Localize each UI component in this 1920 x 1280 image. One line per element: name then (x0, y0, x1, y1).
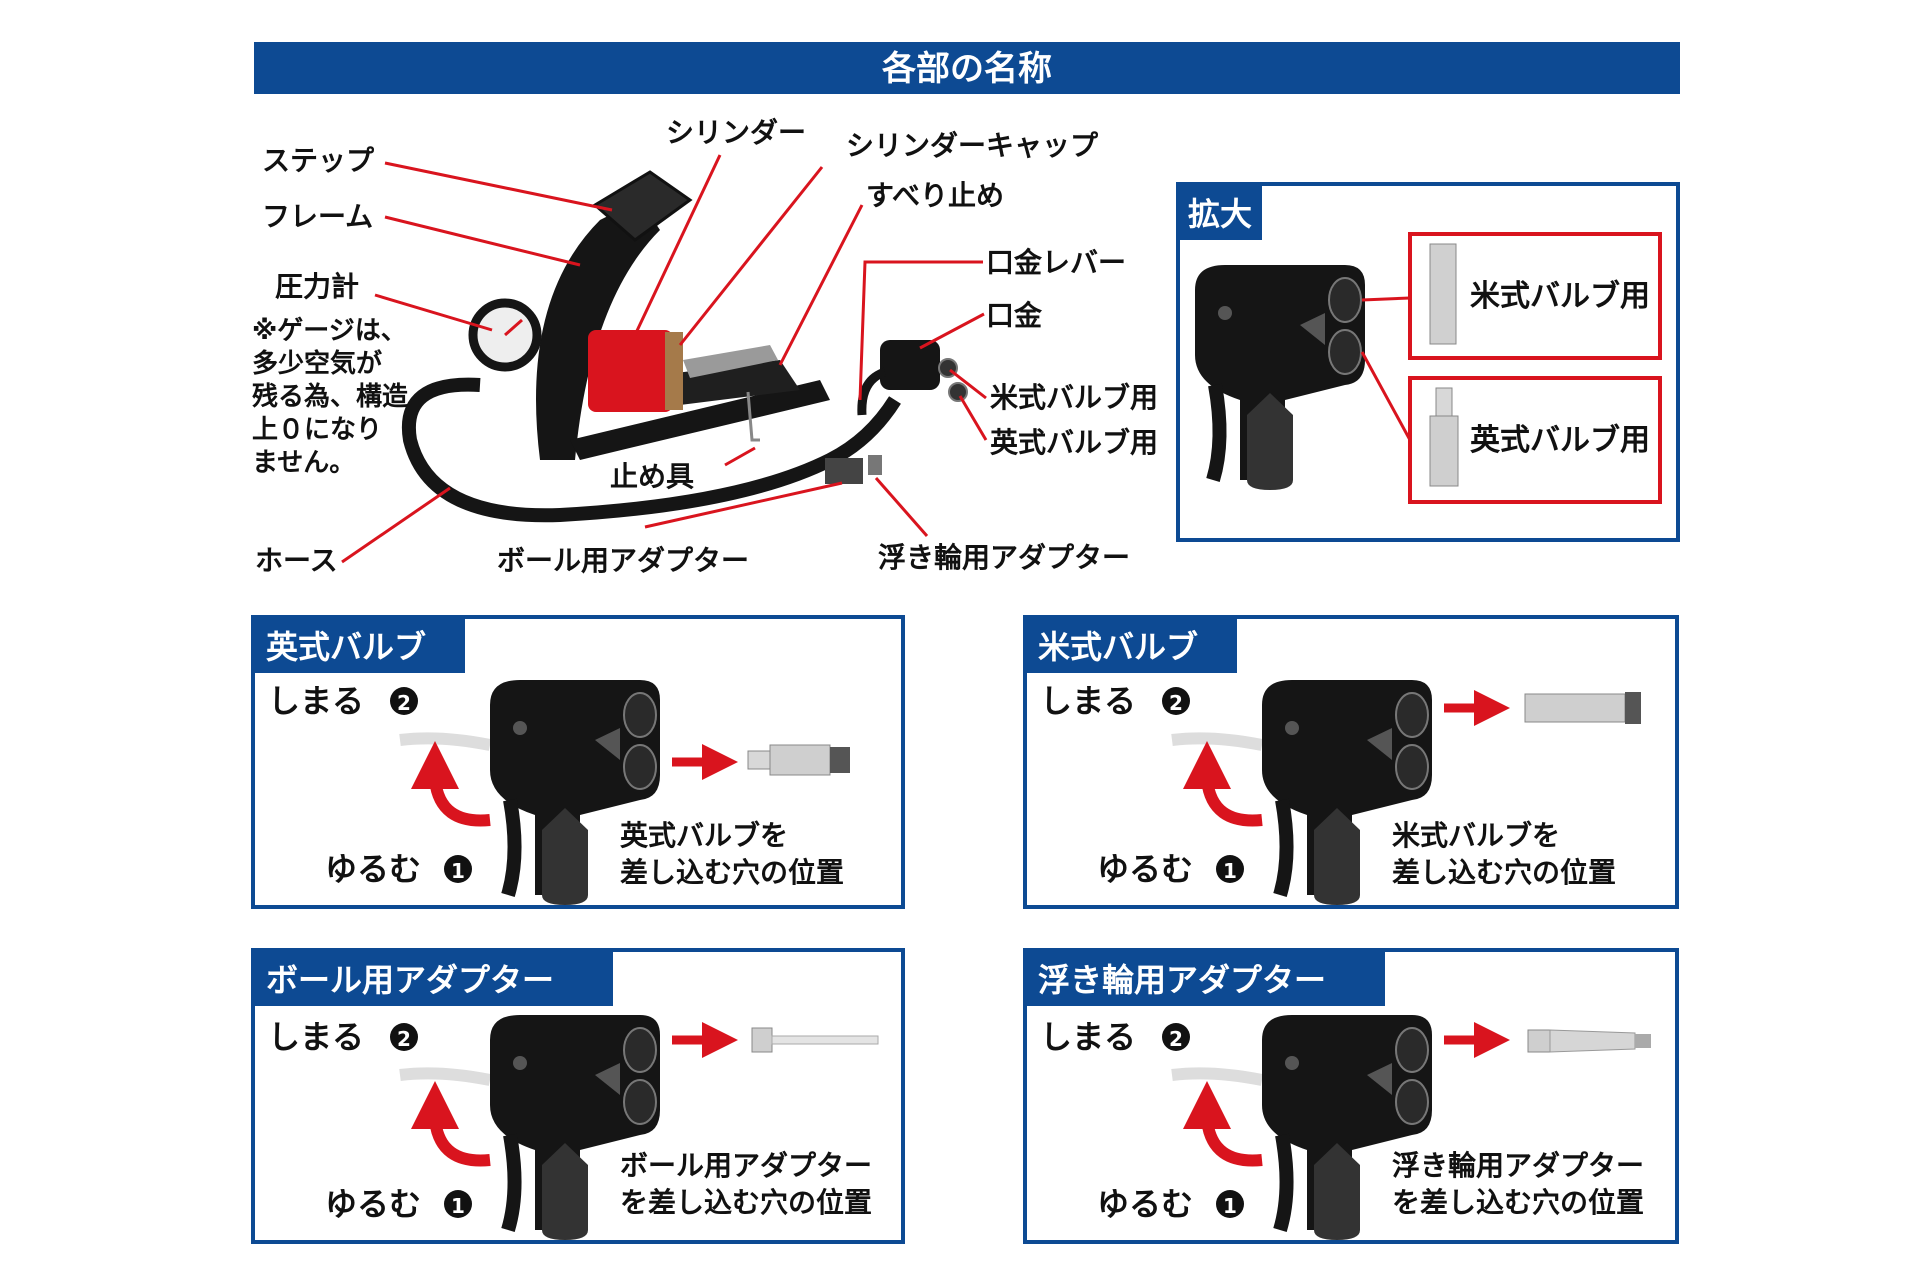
step-1-badge (444, 1190, 472, 1218)
panel-desc-line-1: 英式バルブを (620, 819, 788, 852)
close-label: しまる (1040, 1018, 1136, 1056)
panel-desc-line-1: 米式バルブを (1392, 819, 1560, 852)
panel-title-tab (253, 950, 613, 1006)
panel-title: 浮き輪用アダプター (1038, 961, 1326, 999)
gauge-note-line-5: ません。 (252, 448, 355, 478)
panel-title-tab (1025, 617, 1237, 673)
label-hose: ホース (255, 544, 338, 577)
page-title: 各部の名称 (882, 49, 1052, 89)
label-mouth: 口金 (986, 299, 1043, 332)
panel-uk-valve: 英式バルブ しまる 2 ゆるむ 1 英式バルブを 差し込む穴の位置 (251, 615, 905, 907)
label-us-valve-hole: 米式バルブ用 (990, 381, 1158, 414)
step-1-number: 1 (1223, 1194, 1237, 1218)
label-step: ステップ (262, 144, 375, 177)
ball-adapter-icon (751, 1027, 879, 1053)
step-1-badge (444, 855, 472, 883)
panel-desc-line-2: を差し込む穴の位置 (620, 1186, 872, 1219)
close-label: しまる (1040, 682, 1136, 720)
panel-title: 英式バルブ (266, 628, 426, 666)
step-1-number: 1 (451, 859, 465, 883)
label-mouth-lever: 口金レバー (986, 246, 1126, 279)
loosen-arrow (1183, 1081, 1263, 1167)
step-2-number: 2 (1169, 1027, 1183, 1051)
step-1-number: 1 (451, 1194, 465, 1218)
uk-valve-image (1429, 387, 1459, 487)
panel-desc-line-1: ボール用アダプター (620, 1149, 872, 1182)
panel-us-valve: 米式バルブ しまる 2 ゆるむ 1 米式バルブを 差し込む穴の位置 (1023, 615, 1679, 907)
step-2-number: 2 (1169, 691, 1183, 715)
panel-title: ボール用アダプター (266, 961, 554, 999)
loosen-arrow (411, 1081, 491, 1167)
label-cylinder: シリンダー (666, 116, 806, 149)
hose-drawing (401, 377, 901, 523)
cylinder-cap-drawing (665, 332, 683, 410)
zoom-us-label: 米式バルブ用 (1470, 279, 1650, 314)
ball-adapter-drawing (825, 458, 863, 484)
open-label: ゆるむ (1097, 1185, 1193, 1223)
panel-title-tab (253, 617, 465, 673)
gauge-note-line-1: ※ゲージは、 (252, 316, 407, 346)
gauge-note-line-4: 上０になり (252, 415, 382, 445)
panel-desc-line-2: を差し込む穴の位置 (1392, 1186, 1644, 1219)
panel-title: 米式バルブ (1038, 628, 1198, 666)
us-valve-image (1429, 243, 1457, 345)
step-2-badge (1162, 1023, 1190, 1051)
label-float-adapter: 浮き輪用アダプター (878, 541, 1130, 574)
label-cylinder-cap: シリンダーキャップ (846, 129, 1099, 162)
panel-ball-adapter: ボール用アダプター しまる 2 ゆるむ 1 ボール用アダプター を差し込む穴の位… (251, 948, 905, 1242)
zoom-uk-label: 英式バルブ用 (1470, 423, 1650, 458)
us-valve-icon (1524, 692, 1641, 724)
step-2-number: 2 (397, 1027, 411, 1051)
panel-desc-line-2: 差し込む穴の位置 (620, 856, 844, 889)
open-label: ゆるむ (325, 1185, 421, 1223)
panel-desc-line-1: 浮き輪用アダプター (1392, 1149, 1644, 1182)
pump-illustration (401, 170, 968, 523)
zoom-title: 拡大 (1188, 195, 1252, 233)
panel-title-tab (1025, 950, 1385, 1006)
clip-drawing (746, 391, 760, 442)
step-2-badge (1162, 687, 1190, 715)
label-clip: 止め具 (610, 460, 694, 493)
float-adapter-drawing (868, 455, 882, 475)
open-label: ゆるむ (1097, 850, 1193, 888)
leader-lines (341, 154, 988, 564)
open-label: ゆるむ (325, 850, 421, 888)
label-uk-valve-hole: 英式バルブ用 (990, 426, 1158, 459)
close-label: しまる (268, 682, 364, 720)
gauge-note-line-2: 多少空気が (252, 348, 382, 379)
cylinder-drawing (588, 330, 673, 412)
step-2-badge (390, 1023, 418, 1051)
mouth-drawing (880, 340, 940, 390)
step-drawing (592, 170, 693, 242)
header-bar (254, 42, 1680, 94)
close-label: しまる (268, 1018, 364, 1056)
step-1-badge (1216, 1190, 1244, 1218)
panel-desc-line-2: 差し込む穴の位置 (1392, 856, 1616, 889)
zoom-title-tab (1178, 184, 1262, 240)
float-adapter-icon (1527, 1029, 1651, 1053)
label-frame: フレーム (262, 200, 373, 233)
loosen-arrow (1183, 741, 1263, 827)
label-ball-adapter: ボール用アダプター (497, 544, 749, 577)
label-anti-slip: すべり止め (866, 179, 1004, 212)
step-2-badge (390, 687, 418, 715)
panel-float-adapter: 浮き輪用アダプター しまる 2 ゆるむ 1 浮き輪用アダプター を差し込む穴の位… (1023, 948, 1679, 1242)
zoom-box: 拡大 米式バルブ用 英式バルブ用 (1176, 182, 1680, 542)
gauge-note-line-3: 残る為、構造 (252, 382, 408, 412)
label-gauge: 圧力計 (275, 270, 359, 303)
step-1-number: 1 (1223, 859, 1237, 883)
step-2-number: 2 (397, 691, 411, 715)
loosen-arrow (411, 741, 491, 827)
lever-drawing (857, 367, 887, 416)
step-1-badge (1216, 855, 1244, 883)
